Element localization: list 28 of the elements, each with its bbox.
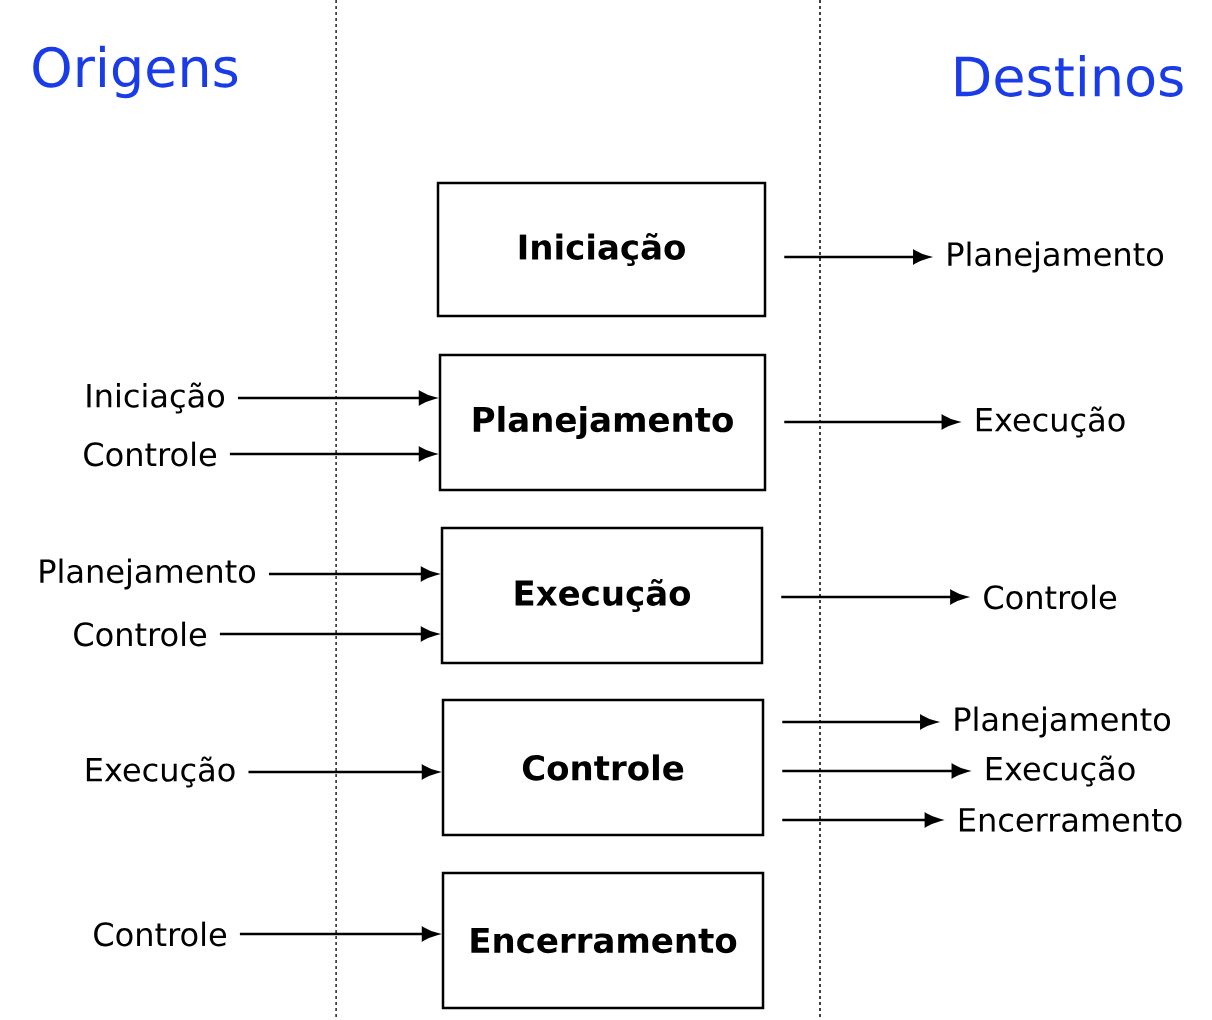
process-box: Planejamento bbox=[438, 353, 767, 492]
phase-label: Planejamento bbox=[40, 558, 256, 590]
phase-label: Controle bbox=[84, 441, 216, 467]
arrow bbox=[219, 627, 438, 641]
phase-label: Planejamento bbox=[948, 241, 1164, 273]
process-box: Iniciação bbox=[436, 181, 767, 318]
phase-label: Execução bbox=[986, 755, 1135, 787]
arrow bbox=[248, 765, 439, 779]
column-heading: Destinos bbox=[956, 55, 1183, 97]
arrow bbox=[784, 250, 930, 264]
process-box: Encerramento bbox=[441, 871, 765, 1010]
phase-label: Execução bbox=[86, 756, 235, 788]
column-heading: Origens bbox=[33, 45, 238, 99]
phase-label: Planejamento bbox=[955, 706, 1171, 738]
process-box: Controle bbox=[441, 698, 765, 837]
arrow bbox=[781, 590, 967, 604]
phase-label: Controle bbox=[74, 621, 206, 647]
arrow bbox=[229, 447, 436, 461]
arrow bbox=[237, 391, 436, 405]
phase-label: Execução bbox=[976, 406, 1125, 438]
arrow bbox=[239, 927, 439, 941]
arrow bbox=[782, 715, 937, 729]
phase-label: Encerramento bbox=[959, 808, 1182, 832]
arrow bbox=[268, 567, 438, 581]
phase-label: Controle bbox=[984, 584, 1117, 610]
phase-label: Controle bbox=[94, 921, 226, 947]
phase-label: Iniciação bbox=[87, 382, 225, 414]
process-box: Execução bbox=[440, 526, 764, 665]
